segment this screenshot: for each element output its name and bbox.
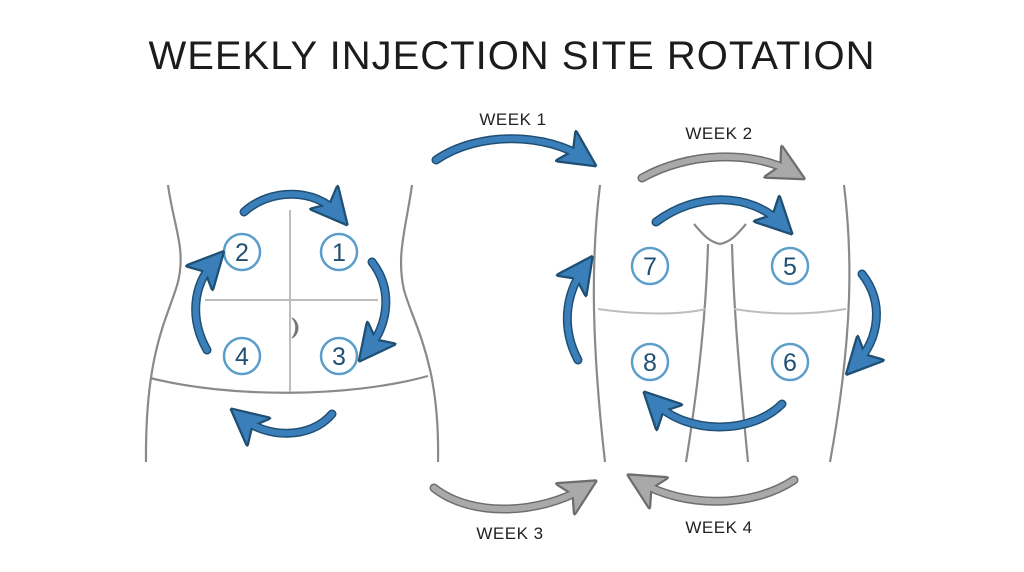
navel-icon [291, 317, 299, 339]
site-6: 6 [770, 342, 810, 382]
week-3-label: WEEK 3 [476, 524, 543, 543]
site-7: 7 [630, 246, 670, 286]
week-2-label: WEEK 2 [685, 124, 752, 143]
site-number-label: 6 [783, 349, 797, 377]
thigh-right-inner-outline [730, 243, 750, 463]
waistband-line [149, 374, 429, 394]
abdomen-left-outline [144, 184, 182, 463]
site-2: 2 [222, 232, 262, 272]
site-number-label: 5 [783, 253, 797, 281]
week-1-label: WEEK 1 [479, 110, 546, 129]
site-1: 1 [319, 232, 359, 272]
week-4-label: WEEK 4 [685, 518, 752, 537]
site-number-label: 8 [643, 349, 657, 377]
thigh-right-divider [733, 308, 847, 315]
thigh-left-divider [597, 308, 707, 315]
thigh-right-outer-outline [828, 184, 851, 463]
abdomen-figure: 2 1 4 3 [144, 184, 440, 463]
site-8: 8 [630, 342, 670, 382]
site-5: 5 [770, 246, 810, 286]
thigh-left-inner-outline [684, 243, 710, 463]
thighs-figure: 7 5 8 6 [567, 184, 876, 463]
thigh-left-outer-outline [592, 184, 607, 463]
site-number-label: 1 [332, 239, 346, 267]
site-3: 3 [319, 336, 359, 376]
site-number-label: 4 [235, 343, 249, 371]
site-number-label: 3 [332, 343, 346, 371]
page-title: WEEKLY INJECTION SITE ROTATION [148, 34, 876, 78]
abdomen-right-outline [399, 184, 440, 463]
site-4: 4 [222, 336, 262, 376]
week-arrows: WEEK 1 WEEK 2 WEEK 3 WEEK 4 [429, 110, 794, 543]
site-number-label: 2 [235, 239, 249, 267]
crotch-outline [693, 223, 747, 246]
site-number-label: 7 [643, 253, 657, 281]
